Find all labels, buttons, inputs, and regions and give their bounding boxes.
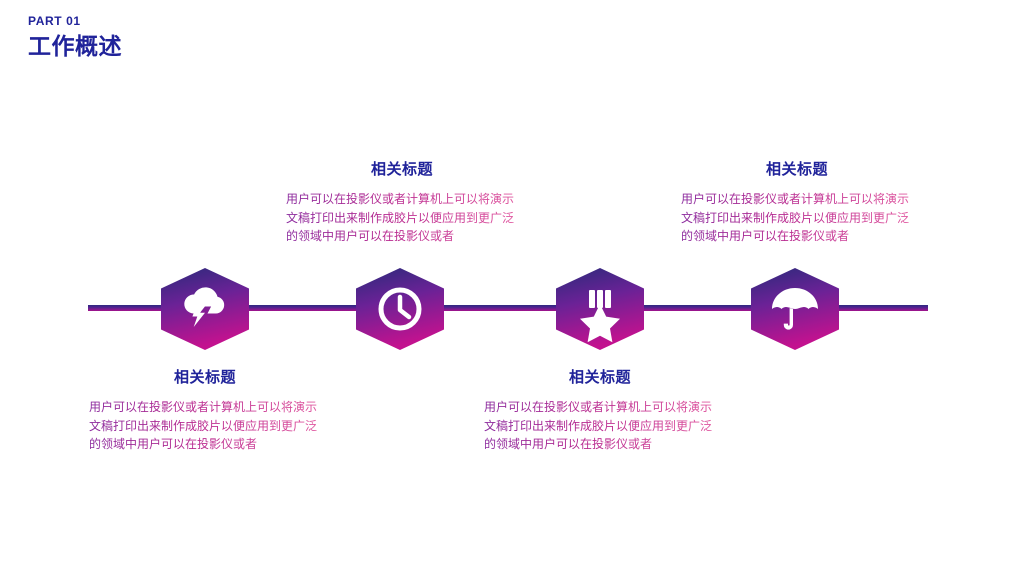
timeline-text-block-2: 相关标题 用户可以在投影仪或者计算机上可以将演示文稿打印出来制作成胶片以便应用到… bbox=[286, 160, 518, 246]
block-body-3: 用户可以在投影仪或者计算机上可以将演示文稿打印出来制作成胶片以便应用到更广泛的领… bbox=[484, 398, 716, 454]
page-title: 工作概述 bbox=[28, 33, 122, 59]
clock-icon bbox=[378, 287, 422, 331]
block-title-4: 相关标题 bbox=[765, 161, 828, 178]
timeline-node-4[interactable] bbox=[751, 268, 839, 350]
block-body-4: 用户可以在投影仪或者计算机上可以将演示文稿打印出来制作成胶片以便应用到更广泛的领… bbox=[681, 190, 913, 246]
timeline-text-block-4: 相关标题 用户可以在投影仪或者计算机上可以将演示文稿打印出来制作成胶片以便应用到… bbox=[681, 160, 913, 246]
hexagon-badge-4 bbox=[751, 268, 839, 350]
timeline-axis bbox=[88, 305, 928, 311]
timeline-text-block-3: 相关标题 用户可以在投影仪或者计算机上可以将演示文稿打印出来制作成胶片以便应用到… bbox=[484, 368, 716, 454]
block-title-1: 相关标题 bbox=[173, 369, 236, 386]
timeline-text-block-1: 相关标题 用户可以在投影仪或者计算机上可以将演示文稿打印出来制作成胶片以便应用到… bbox=[89, 368, 321, 454]
timeline-node-3[interactable] bbox=[556, 268, 644, 350]
hexagon-badge-1 bbox=[161, 268, 249, 350]
timeline-node-1[interactable] bbox=[161, 268, 249, 350]
timeline-node-2[interactable] bbox=[356, 268, 444, 350]
block-body-2: 用户可以在投影仪或者计算机上可以将演示文稿打印出来制作成胶片以便应用到更广泛的领… bbox=[286, 190, 518, 246]
umbrella-icon bbox=[772, 288, 818, 330]
cloud-lightning-icon bbox=[184, 287, 225, 327]
medal-star-icon bbox=[580, 290, 620, 343]
hexagon-badge-2 bbox=[356, 268, 444, 350]
hexagon-badge-3 bbox=[556, 268, 644, 350]
block-title-2: 相关标题 bbox=[370, 161, 433, 178]
block-body-1: 用户可以在投影仪或者计算机上可以将演示文稿打印出来制作成胶片以便应用到更广泛的领… bbox=[89, 398, 321, 454]
part-label: PART 01 bbox=[28, 14, 81, 28]
block-title-3: 相关标题 bbox=[568, 369, 631, 386]
slide-header: PART 01 工作概述 bbox=[28, 14, 122, 60]
